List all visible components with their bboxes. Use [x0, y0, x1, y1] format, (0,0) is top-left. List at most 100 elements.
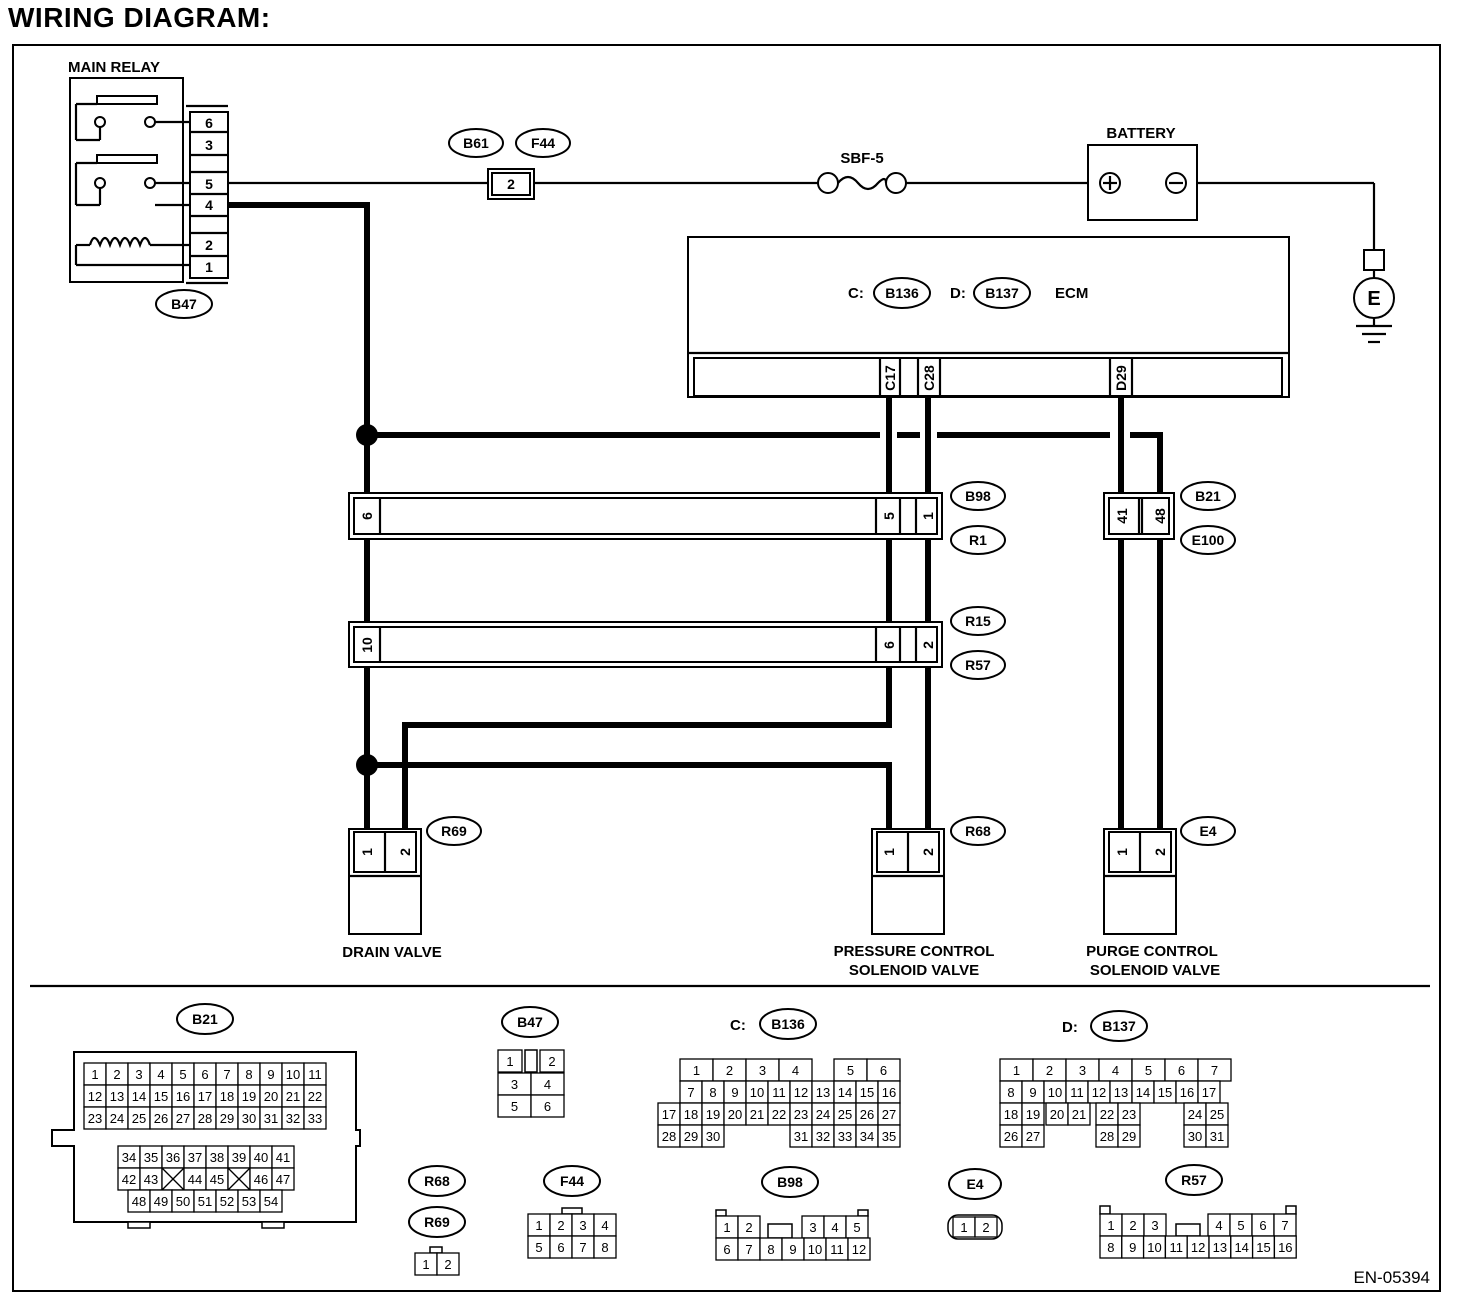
connector-tag-r68: R68 [950, 816, 1006, 846]
pin-cell [303, 1106, 327, 1130]
relay-pin-4: 4 [205, 197, 213, 213]
pin-number: 5 [847, 1063, 854, 1078]
ecm-pin-d29: D29 [1113, 365, 1129, 391]
relay-pin-1: 1 [205, 259, 213, 275]
connector-tag-view-b136: B136 [759, 1008, 817, 1040]
pin-number: 44 [188, 1172, 202, 1187]
b98-latch [715, 1209, 727, 1217]
pin-number: 13 [1213, 1240, 1227, 1255]
relay-pin-2: 2 [205, 237, 213, 253]
r68-latch [429, 1246, 443, 1254]
main-relay [69, 77, 229, 285]
connector-tag-r15: R15 [950, 606, 1006, 636]
pin-number: 27 [1026, 1129, 1040, 1144]
pin-number: 30 [1188, 1129, 1202, 1144]
connector-tag-r1: R1 [950, 525, 1006, 555]
pin-number: 5 [1237, 1218, 1244, 1233]
r15-pin-6: 6 [881, 641, 897, 649]
pin-number: 20 [1050, 1107, 1064, 1122]
pin-number: 37 [188, 1150, 202, 1165]
connector-tag-view-f44: F44 [543, 1165, 601, 1197]
pin-number: 28 [662, 1129, 676, 1144]
relay-pin-6: 6 [205, 115, 213, 131]
blank-pin-cross [227, 1167, 251, 1191]
pin-number: 14 [1136, 1085, 1150, 1100]
pin-number: 50 [176, 1194, 190, 1209]
ecm [687, 236, 1290, 398]
pin-number: 26 [154, 1111, 168, 1126]
harness-wires [228, 202, 1163, 832]
pin-number: 40 [254, 1150, 268, 1165]
connector-tag-view-b98: B98 [761, 1166, 819, 1198]
pcsv-label-1: PRESSURE CONTROL [834, 943, 995, 960]
pin-number: 7 [1281, 1218, 1288, 1233]
pin-number: 16 [176, 1089, 190, 1104]
svg-text:E100: E100 [1192, 532, 1225, 548]
pin-number: 6 [1259, 1218, 1266, 1233]
connector-tag-r57: R57 [950, 650, 1006, 680]
svg-text:R68: R68 [424, 1173, 450, 1189]
svg-text:B21: B21 [192, 1011, 218, 1027]
pin-number: 14 [132, 1089, 146, 1104]
drain-valve-label: DRAIN VALVE [342, 944, 441, 961]
pressure-control-valve [871, 828, 945, 935]
f44-latch [561, 1207, 583, 1215]
ground-label: E [1367, 288, 1380, 310]
pin-number: 7 [745, 1242, 752, 1257]
pin-number: 19 [706, 1107, 720, 1122]
pin-number: 1 [960, 1220, 967, 1235]
pin-number: 12 [1191, 1240, 1205, 1255]
connector-tag-view-b47: B47 [501, 1006, 559, 1038]
pin-number: 22 [308, 1089, 322, 1104]
connector-tag-b47: B47 [155, 289, 213, 319]
pin-number: 8 [767, 1242, 774, 1257]
pin-number: 2 [745, 1220, 752, 1235]
fuse-sbf5 [817, 172, 907, 194]
pin-number: 49 [154, 1194, 168, 1209]
pin-number: 34 [860, 1129, 874, 1144]
pin-number: 5 [179, 1067, 186, 1082]
connector-b98-r1 [348, 492, 943, 540]
pin-number: 32 [286, 1111, 300, 1126]
pin-number: 8 [709, 1085, 716, 1100]
pin-number: 23 [88, 1111, 102, 1126]
pin-number: 25 [1210, 1107, 1224, 1122]
pin-number: 4 [544, 1077, 551, 1092]
svg-text:R69: R69 [424, 1214, 450, 1230]
pin-number: 16 [1278, 1240, 1292, 1255]
pin-number: 2 [1046, 1063, 1053, 1078]
pin-number: 29 [220, 1111, 234, 1126]
b47-key [524, 1049, 538, 1073]
e4-pin-2: 2 [1152, 848, 1168, 856]
pin-number: 7 [687, 1085, 694, 1100]
pin-number: 15 [1158, 1085, 1172, 1100]
pin-number: 17 [662, 1107, 676, 1122]
pin-number: 11 [308, 1067, 322, 1082]
pin-number: 11 [1070, 1085, 1084, 1100]
pin-number: 7 [579, 1240, 586, 1255]
pin-number: 6 [544, 1099, 551, 1114]
pin-cell [271, 1167, 295, 1191]
r57-latch [1099, 1205, 1111, 1215]
relay-pin-5: 5 [205, 176, 213, 192]
pin-number: 22 [1100, 1107, 1114, 1122]
r68-pin-2: 2 [920, 848, 936, 856]
purge-control-valve [1103, 828, 1177, 935]
pin-number: 5 [511, 1099, 518, 1114]
b21-latch [127, 1221, 151, 1229]
pin-cell [259, 1189, 283, 1213]
ground-symbol [1353, 249, 1395, 344]
pin-cell [539, 1049, 565, 1073]
r69-pin-1: 1 [359, 848, 375, 856]
pin-number: 41 [276, 1150, 290, 1165]
b21-pin-41: 41 [1114, 508, 1130, 524]
pin-number: 4 [792, 1063, 799, 1078]
pin-number: 1 [91, 1067, 98, 1082]
ecm-d-prefix: D: [950, 285, 966, 302]
pin-number: 6 [557, 1240, 564, 1255]
svg-text:F44: F44 [560, 1173, 584, 1189]
pin-number: 6 [723, 1242, 730, 1257]
svg-text:E4: E4 [1199, 823, 1216, 839]
